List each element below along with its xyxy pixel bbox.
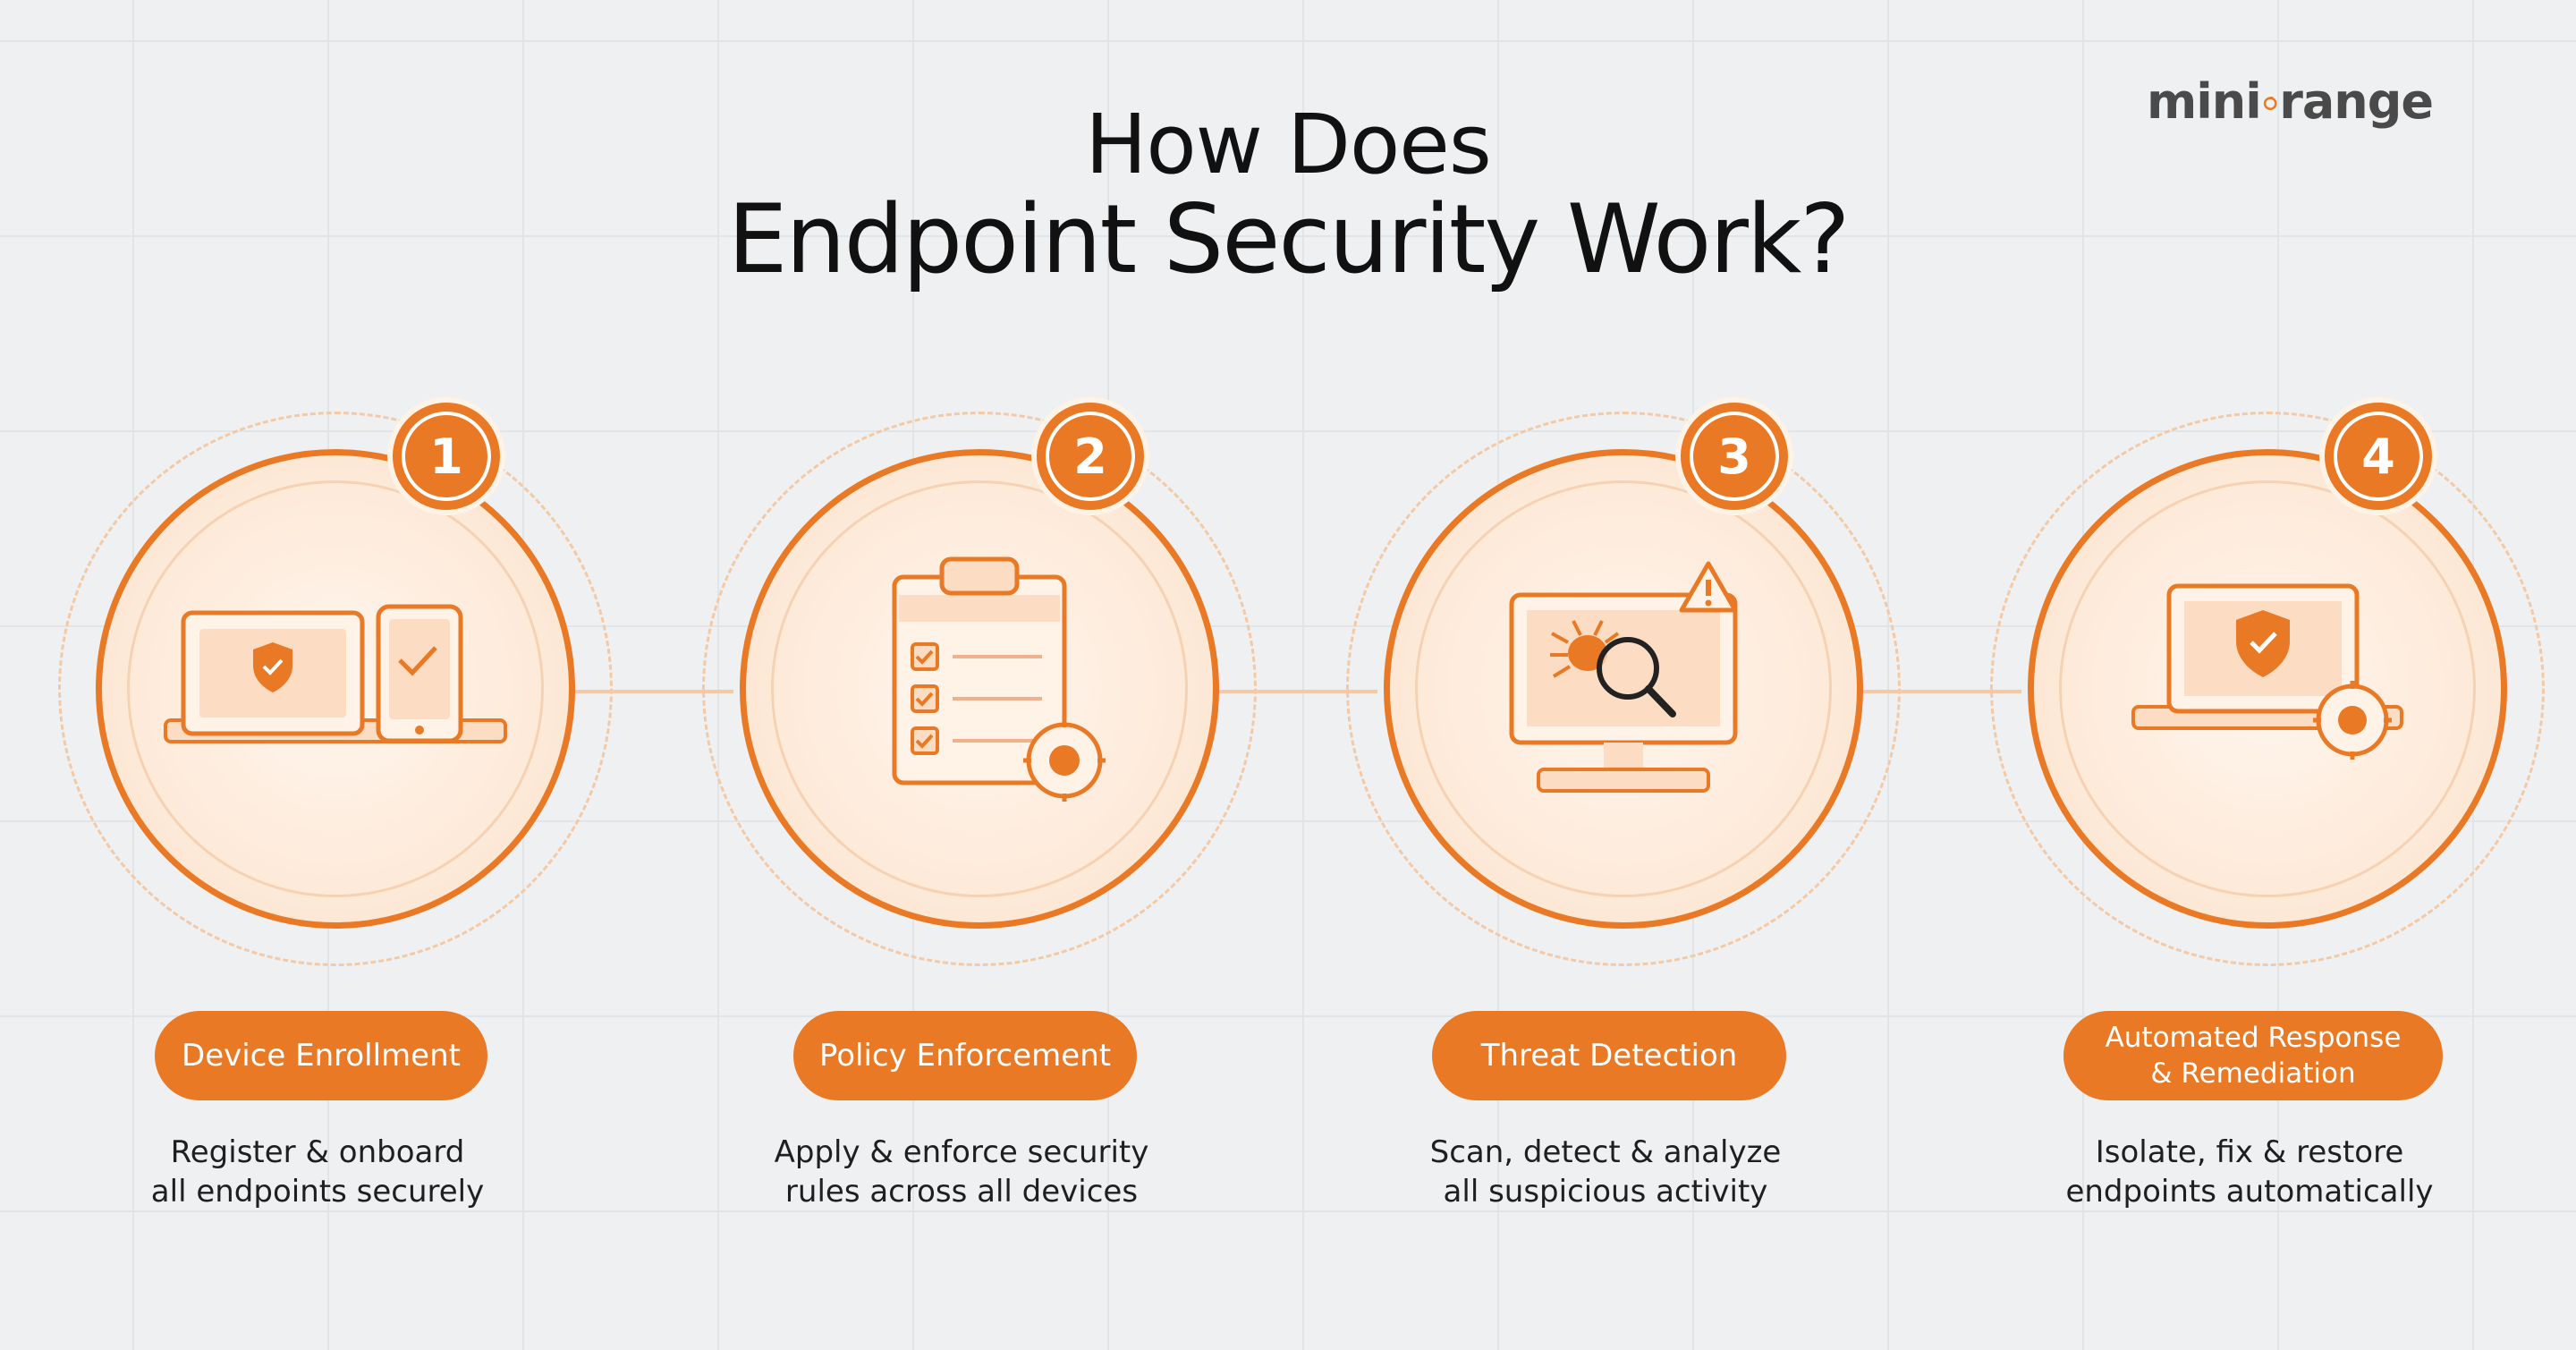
logo-text-range: range [2279,72,2434,130]
dashed-ring [1990,412,2545,966]
step-4: 4 Automated Response & Remediation Isola… [1945,394,2554,1217]
monitor-bug-magnifier-alert-icon [1509,561,1738,793]
step-label: Threat Detection [1480,1038,1738,1074]
step-label: Device Enrollment [182,1038,461,1074]
step-label-pill: Policy Enforcement [793,1011,1137,1100]
dashed-ring [702,412,1257,966]
step-number-badge: 1 [393,403,500,510]
step-label-pill: Device Enrollment [155,1011,487,1100]
step-2: 2 Policy Enforcement Apply & enforce sec… [657,394,1266,1217]
step-label-line-2: & Remediation [2150,1057,2356,1090]
step-label-line-1: Automated Response [2105,1022,2402,1054]
step-description: Isolate, fix & restore endpoints automat… [2065,1134,2434,1210]
step-number: 1 [402,412,491,501]
step-number-badge: 3 [1681,403,1788,510]
connector-1-2 [555,690,733,693]
step-number-badge: 4 [2325,403,2432,510]
step-number: 2 [1046,412,1135,501]
clipboard-checklist-gear-icon [892,556,1106,802]
step-label-pill: Automated Response & Remediation [2063,1011,2443,1100]
orange-logo-icon [2263,96,2277,111]
miniorange-logo: mini range [2147,70,2434,132]
laptop-phone-shield-icon [164,604,507,743]
step-description: Scan, detect & analyze all suspicious ac… [1429,1134,1782,1210]
connector-2-3 [1199,690,1377,693]
dashed-ring [58,412,613,966]
step-description: Apply & enforce security rules across al… [774,1134,1149,1210]
step-number: 4 [2334,412,2423,501]
step-1: 1 Device Enrollment Register & onboard a… [13,394,622,1217]
step-description: Register & onboard all endpoints securel… [150,1134,485,1210]
laptop-shield-gear-icon [2131,583,2403,760]
logo-text-mini: mini [2147,72,2262,130]
step-label-pill: Threat Detection [1432,1011,1786,1100]
step-number: 3 [1690,412,1779,501]
title-line-1: How Does [1085,97,1492,192]
step-number-badge: 2 [1037,403,1144,510]
step-label: Policy Enforcement [818,1038,1112,1074]
dashed-ring [1346,412,1901,966]
title-line-2: Endpoint Security Work? [727,184,1850,294]
connector-3-4 [1843,690,2021,693]
step-3: 3 Threat Detection Scan, detect & analyz… [1301,394,1910,1217]
